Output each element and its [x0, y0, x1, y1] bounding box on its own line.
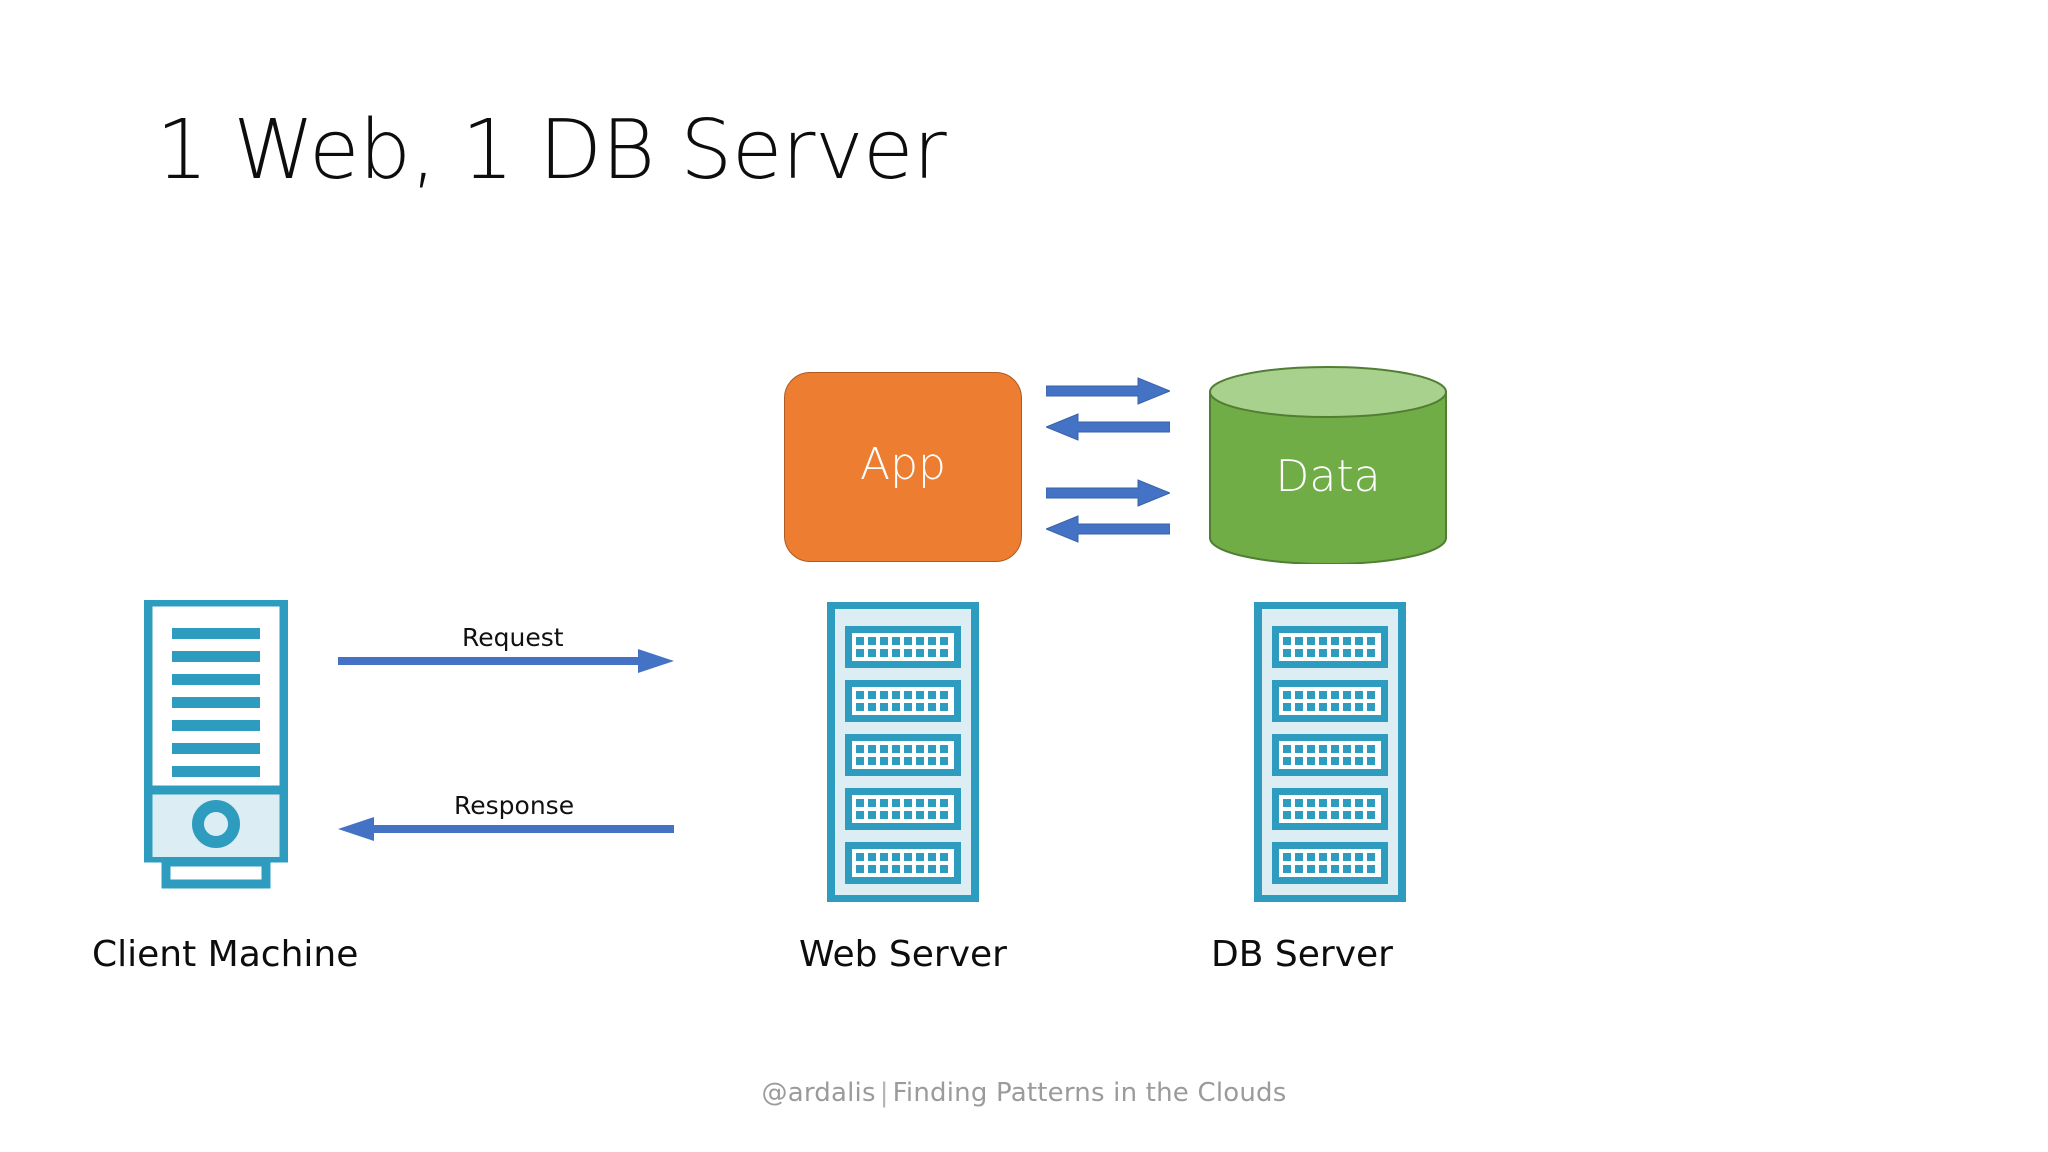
page-title: 1 Web, 1 DB Server: [156, 103, 947, 198]
server-rack-icon-web[interactable]: [827, 602, 979, 902]
footer-deck-title: Finding Patterns in the Clouds: [892, 1078, 1287, 1108]
data-cylinder-label: Data: [1275, 450, 1381, 502]
arrow-data-to-app-1: [1046, 412, 1170, 442]
data-cylinder[interactable]: Data: [1208, 366, 1448, 564]
data-cylinder-shape: [1209, 366, 1447, 564]
response-arrow: [338, 816, 674, 842]
footer: @ardalis|Finding Patterns in the Clouds: [0, 1078, 2048, 1108]
arrow-data-to-app-2: [1046, 514, 1170, 544]
footer-separator: |: [879, 1078, 889, 1108]
footer-handle: @ardalis: [761, 1078, 876, 1108]
arrow-app-to-data-1: [1046, 376, 1170, 406]
desktop-tower-icon[interactable]: [144, 600, 288, 902]
request-arrow: [338, 648, 674, 674]
arrow-app-to-data-2: [1046, 478, 1170, 508]
server-rack-icon-db[interactable]: [1254, 602, 1406, 902]
caption-db-server: DB Server: [1211, 934, 1393, 975]
app-box[interactable]: App: [784, 372, 1022, 562]
request-label: Request: [462, 623, 564, 652]
caption-client-machine: Client Machine: [92, 934, 359, 975]
app-box-label: App: [860, 439, 946, 490]
response-label: Response: [454, 791, 575, 820]
caption-web-server: Web Server: [799, 934, 1007, 975]
